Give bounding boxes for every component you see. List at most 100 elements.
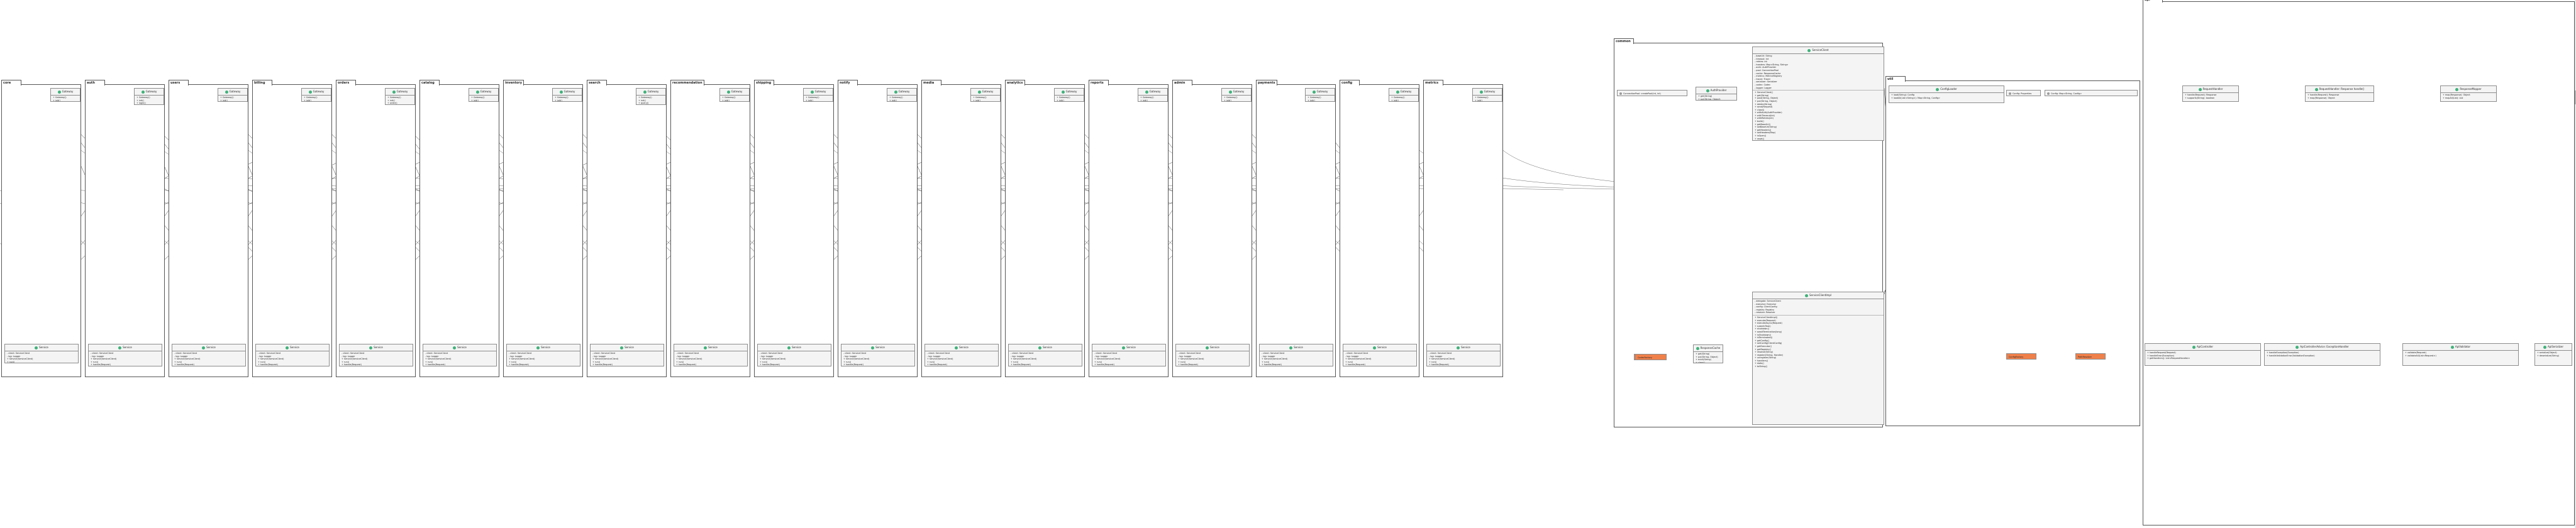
service-class-payments[interactable]: Service- client: ServiceClient- log: Log…: [1259, 344, 1333, 366]
service-class-metrics[interactable]: Service- client: ServiceClient- log: Log…: [1426, 344, 1501, 366]
gateway-class-users-header: Gateway: [218, 89, 247, 96]
api-top-class-0[interactable]: RequestHandler+ handle(Request): Respons…: [2182, 85, 2239, 102]
gateway-class-orders[interactable]: Gateway+ Gateway()+ init()+ order(): [385, 88, 415, 105]
api-bottom-class-0[interactable]: ApiController+ handleRequest(Request)+ h…: [2145, 343, 2261, 366]
gateway-class-notify[interactable]: Gateway+ Gateway()+ init(): [887, 88, 917, 102]
vertical-scrollbar[interactable]: [2575, 0, 2576, 528]
package-search[interactable]: search: [587, 80, 667, 377]
service-class-recommendation[interactable]: Service- client: ServiceClient- log: Log…: [674, 344, 748, 366]
class-badge-icon: [369, 346, 373, 349]
package-catalog[interactable]: catalog: [419, 80, 499, 377]
hub-class[interactable]: ServiceClient- baseUrl: String- timeout:…: [1752, 47, 1884, 141]
class-badge-icon: [2296, 345, 2299, 349]
package-notify[interactable]: notify: [838, 80, 918, 377]
member-line: - client: ServiceClient: [174, 352, 197, 355]
gateway-class-core[interactable]: Gateway+ Gateway()+ init(): [50, 88, 80, 102]
member-line: - log: Logger: [1094, 355, 1108, 358]
package-analytics[interactable]: analytics: [1005, 80, 1085, 377]
api-top-class-2[interactable]: ResponseMapper+ map(Response): Object+ m…: [2440, 85, 2497, 102]
gateway-class-catalog[interactable]: Gateway+ Gateway()+ init(): [469, 88, 499, 102]
service-class-catalog[interactable]: Service- client: ServiceClient- log: Log…: [423, 344, 497, 366]
gateway-class-analytics-title: Gateway: [1065, 90, 1077, 93]
gateway-class-auth[interactable]: Gateway+ Gateway()+ init()+ login(): [134, 88, 164, 105]
service-class-shipping-header: Service: [758, 344, 831, 351]
gateway-class-shipping[interactable]: Gateway+ Gateway()+ init(): [803, 88, 833, 102]
service-class-analytics[interactable]: Service- client: ServiceClient- log: Log…: [1008, 344, 1082, 366]
package-metrics[interactable]: metrics: [1423, 80, 1503, 377]
small-class-2[interactable]: ResponseCache+ get(String)+ put(String, …: [1693, 344, 1723, 363]
package-tab: payments: [1256, 80, 1277, 85]
service-class-shipping[interactable]: Service- client: ServiceClient- log: Log…: [757, 344, 831, 366]
util-node-1[interactable]: Config: Map<String, Config>: [2045, 90, 2138, 96]
api-top-class-1-header: RequestHandler: Response handle(): [2306, 86, 2373, 93]
util-node-0[interactable]: Config: Properties: [2006, 90, 2041, 96]
package-admin[interactable]: admin: [1172, 80, 1252, 377]
package-auth[interactable]: auth: [85, 80, 165, 377]
member-line: + Service(ServiceClient): [258, 358, 284, 361]
node-0[interactable]: ConnectionPool: createPool(int, int): [1617, 90, 1687, 96]
gateway-class-recommendation[interactable]: Gateway+ Gateway()+ init(): [719, 88, 750, 102]
api-bottom-class-2[interactable]: ApiValidator+ validate(Request)+ validat…: [2402, 343, 2519, 366]
service-class-reports[interactable]: Service- client: ServiceClient- log: Log…: [1092, 344, 1166, 366]
service-class-admin[interactable]: Service- client: ServiceClient- log: Log…: [1175, 344, 1250, 366]
gateway-class-search[interactable]: Gateway+ Gateway()+ init()+ query(): [636, 88, 666, 105]
member-line: + init(): [1307, 99, 1315, 102]
package-users[interactable]: users: [169, 80, 248, 377]
impl-class[interactable]: ServiceClientImpl- delegate: ServiceClie…: [1752, 292, 1884, 425]
api-bottom-class-3[interactable]: ApiSerializer+ serialize(Object)+ deseri…: [2534, 343, 2572, 366]
gateway-class-admin[interactable]: Gateway+ Gateway()+ init(): [1221, 88, 1252, 102]
gateway-class-config[interactable]: Gateway+ Gateway()+ init(): [1389, 88, 1419, 102]
package-media[interactable]: media: [921, 80, 1001, 377]
util-external-0[interactable]: ConfigFactory: [2006, 353, 2036, 360]
member-line: + put(String, Object): [1698, 97, 1721, 101]
gateway-class-reports-members: + Gateway()+ init(): [1138, 96, 1167, 101]
package-config[interactable]: config: [1340, 80, 1419, 377]
service-class-media[interactable]: Service- client: ServiceClient- log: Log…: [924, 344, 999, 366]
service-class-users[interactable]: Service- client: ServiceClient- log: Log…: [172, 344, 246, 366]
api-top-class-1[interactable]: RequestHandler: Response handle()+ handl…: [2305, 85, 2374, 102]
member-line: - client: ServiceClient: [7, 352, 30, 355]
class-badge-icon: [2314, 87, 2318, 91]
gateway-class-metrics[interactable]: Gateway+ Gateway()+ init(): [1472, 88, 1502, 102]
service-class-inventory[interactable]: Service- client: ServiceClient- log: Log…: [506, 344, 580, 366]
package-orders[interactable]: orders: [336, 80, 416, 377]
package-recommendation[interactable]: recommendation: [670, 80, 750, 377]
service-class-auth[interactable]: Service- client: ServiceClient- log: Log…: [88, 344, 162, 366]
gateway-class-analytics[interactable]: Gateway+ Gateway()+ init(): [1054, 88, 1084, 102]
service-class-inventory-members: - client: ServiceClient- log: Logger+ Se…: [507, 351, 580, 366]
gateway-class-inventory[interactable]: Gateway+ Gateway()+ init(): [552, 88, 582, 102]
service-class-orders-title: Service: [374, 346, 383, 349]
gateway-class-payments[interactable]: Gateway+ Gateway()+ init(): [1305, 88, 1335, 102]
hub-class-title: ServiceClient: [1812, 48, 1829, 52]
util-external-1[interactable]: PathResolver: [2075, 353, 2106, 360]
api-bottom-class-1[interactable]: ApiControllerAdvice: ExceptionHandler+ h…: [2264, 343, 2380, 366]
small-class-1[interactable]: AuthProvider+ get(String)+ put(String, O…: [1696, 87, 1737, 101]
scrollbar-thumb[interactable]: [2575, 91, 2576, 104]
gateway-class-media[interactable]: Gateway+ Gateway()+ init(): [970, 88, 1001, 102]
package-payments[interactable]: payments: [1256, 80, 1336, 377]
gateway-class-admin-members: + Gateway()+ init(): [1222, 96, 1251, 101]
service-class-config[interactable]: Service- client: ServiceClient- log: Log…: [1343, 344, 1417, 366]
package-core[interactable]: core: [1, 80, 81, 377]
service-class-notify[interactable]: Service- client: ServiceClient- log: Log…: [841, 344, 915, 366]
package-inventory[interactable]: inventory: [503, 80, 583, 377]
package-api[interactable]: api: [2143, 0, 2575, 525]
package-billing[interactable]: billing: [252, 80, 332, 377]
service-class-orders[interactable]: Service- client: ServiceClient- log: Log…: [339, 344, 413, 366]
gateway-class-users[interactable]: Gateway+ Gateway()+ init(): [218, 88, 248, 102]
service-class-search[interactable]: Service- client: ServiceClient- log: Log…: [590, 344, 664, 366]
member-line: + init(): [806, 99, 813, 102]
package-tab: orders: [336, 80, 356, 85]
member-line: + isOpen(): [1755, 135, 1767, 138]
package-shipping[interactable]: shipping: [754, 80, 834, 377]
gateway-class-reports[interactable]: Gateway+ Gateway()+ init(): [1138, 88, 1168, 102]
service-class-core[interactable]: Service- client: ServiceClient- log: Log…: [4, 344, 79, 364]
package-reports[interactable]: reports: [1089, 80, 1169, 377]
gateway-class-users-title: Gateway: [229, 90, 241, 93]
external-1[interactable]: CodecFactory: [1635, 354, 1667, 360]
service-class-billing[interactable]: Service- client: ServiceClient- log: Log…: [255, 344, 330, 366]
member-line: + submit(Task): [1755, 324, 1771, 327]
loader-class[interactable]: ConfigLoader+ load(String): Config+ load…: [1889, 85, 2004, 103]
gateway-class-billing[interactable]: Gateway+ Gateway()+ init(): [301, 88, 331, 102]
package-util[interactable]: util: [1885, 76, 2140, 426]
